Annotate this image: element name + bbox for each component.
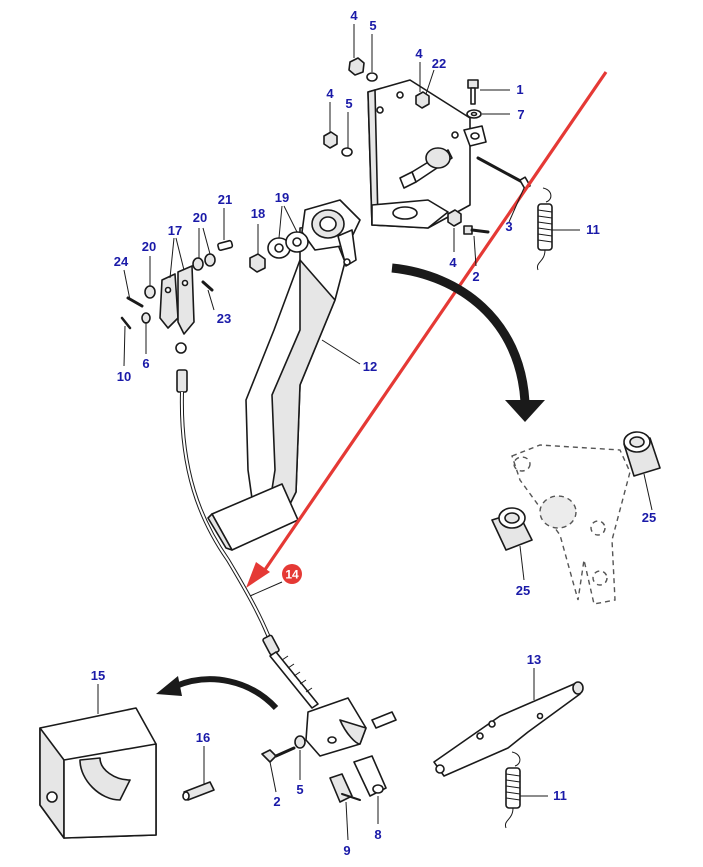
callout-4-top: 4 xyxy=(350,8,358,23)
callout-labels: 4 5 4 22 1 7 4 5 3 11 4 2 21 20 18 19 17… xyxy=(91,8,656,858)
callout-25-bottom: 25 xyxy=(516,583,530,598)
mounting-bracket xyxy=(367,79,487,229)
callout-1: 1 xyxy=(516,82,523,97)
callout-18: 18 xyxy=(251,206,265,221)
callout-5-left: 5 xyxy=(345,96,352,111)
return-spring-bottom xyxy=(504,751,521,829)
detail-arrow-right xyxy=(391,263,545,422)
callout-17: 17 xyxy=(168,223,182,238)
callout-10: 10 xyxy=(117,369,131,384)
callout-4-left: 4 xyxy=(326,86,334,101)
bolt-21 xyxy=(217,239,234,252)
bolt-lower xyxy=(261,746,296,763)
callout-15: 15 xyxy=(91,668,105,683)
nut-right xyxy=(447,209,462,227)
washer-19b xyxy=(285,231,309,253)
callout-23: 23 xyxy=(217,311,231,326)
callout-5-top: 5 xyxy=(369,18,376,33)
washer-20a xyxy=(192,257,204,271)
washer-top-left xyxy=(366,72,378,82)
pin-23 xyxy=(201,280,214,292)
bushing-detail xyxy=(511,444,631,605)
bolt-2-right xyxy=(463,225,490,235)
pin-16 xyxy=(182,781,215,801)
callout-9: 9 xyxy=(343,843,350,858)
bushing-25-bottom xyxy=(491,507,533,551)
cable-end-block xyxy=(305,697,367,757)
washer-left xyxy=(341,147,353,157)
nut-top-left xyxy=(348,57,365,76)
pedal-lever xyxy=(207,199,361,551)
pivot-shaft xyxy=(399,147,453,189)
callout-3: 3 xyxy=(505,219,512,234)
nut-left xyxy=(323,131,338,149)
washer-7 xyxy=(466,109,482,119)
clevis-8 xyxy=(353,755,387,797)
long-bolt xyxy=(476,156,531,190)
bushing-25-top xyxy=(623,431,661,477)
callout-4-right: 4 xyxy=(449,255,457,270)
highlight-badge-label: 14 xyxy=(285,568,299,582)
washer-6 xyxy=(141,312,151,324)
callout-2-right: 2 xyxy=(472,269,479,284)
lever-13 xyxy=(433,681,584,777)
callout-22: 22 xyxy=(432,56,446,71)
callout-8: 8 xyxy=(374,827,381,842)
highlight-badge: 14 xyxy=(282,564,302,584)
callout-12: 12 xyxy=(363,359,377,374)
callout-24: 24 xyxy=(114,254,129,269)
callout-13: 13 xyxy=(527,652,541,667)
clevis-plate-a xyxy=(159,273,179,329)
washer-20b xyxy=(204,253,216,267)
clevis-9 xyxy=(329,773,361,803)
clevis-plate-b xyxy=(177,265,195,335)
detail-arrow-left xyxy=(156,676,279,711)
callout-19: 19 xyxy=(275,190,289,205)
callout-20-left: 20 xyxy=(142,239,156,254)
nut-18 xyxy=(249,253,266,273)
callout-21: 21 xyxy=(218,192,232,207)
callout-5-bottom: 5 xyxy=(296,782,303,797)
cotter-pin-10 xyxy=(120,316,132,330)
callout-25-right: 25 xyxy=(642,510,656,525)
return-spring-top xyxy=(536,187,553,271)
control-cable xyxy=(175,342,319,709)
callout-7: 7 xyxy=(517,107,524,122)
clamp-block-detail xyxy=(39,707,157,839)
callout-20-right: 20 xyxy=(193,210,207,225)
bolt-1 xyxy=(467,79,479,105)
callout-16: 16 xyxy=(196,730,210,745)
callout-11-top: 11 xyxy=(586,222,600,237)
nut-bracket xyxy=(415,91,430,109)
washer-lower xyxy=(294,735,306,749)
callout-11-bottom: 11 xyxy=(553,788,567,803)
leader-lines xyxy=(97,24,653,841)
washer-20c xyxy=(144,285,156,299)
callout-6: 6 xyxy=(142,356,149,371)
pin-lower-top xyxy=(371,711,397,729)
highlight-pointer xyxy=(246,71,608,588)
callout-4-bracket: 4 xyxy=(415,46,423,61)
callout-2-bottom: 2 xyxy=(273,794,280,809)
